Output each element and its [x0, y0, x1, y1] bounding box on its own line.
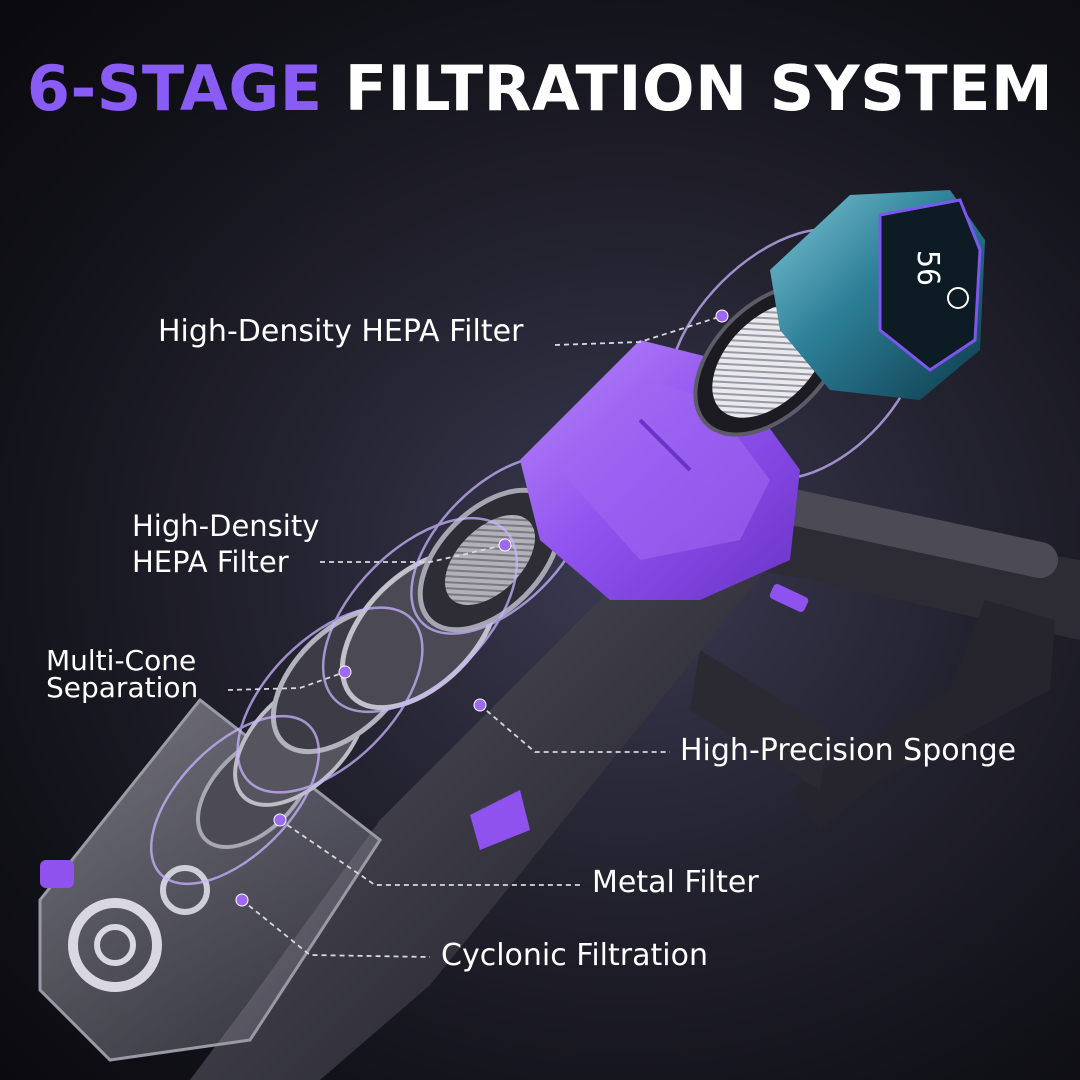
page-title: 6-STAGE FILTRATION SYSTEM: [0, 54, 1080, 124]
filter-stack: [195, 487, 563, 850]
label-hepa-inner: High-Density HEPA Filter: [132, 509, 320, 579]
leader-dots: [235, 309, 729, 907]
label-metal-filter: Metal Filter: [592, 865, 759, 900]
leader-lines: [227, 315, 723, 958]
label-hepa-outer: High-Density HEPA Filter: [158, 314, 524, 349]
display-readout: 56: [910, 250, 945, 286]
motor-cap: 56: [770, 190, 985, 400]
title-main: FILTRATION SYSTEM: [344, 52, 1054, 125]
airflow-swirls: [149, 228, 920, 886]
label-multi-cone: Multi-Cone Separation: [46, 644, 199, 704]
label-cyclonic: Cyclonic Filtration: [441, 938, 708, 973]
vacuum-handle: [690, 482, 1080, 830]
label-sponge: High-Precision Sponge: [680, 733, 1017, 768]
title-accent: 6-STAGE: [26, 52, 323, 125]
vacuum-body: [190, 500, 770, 1080]
